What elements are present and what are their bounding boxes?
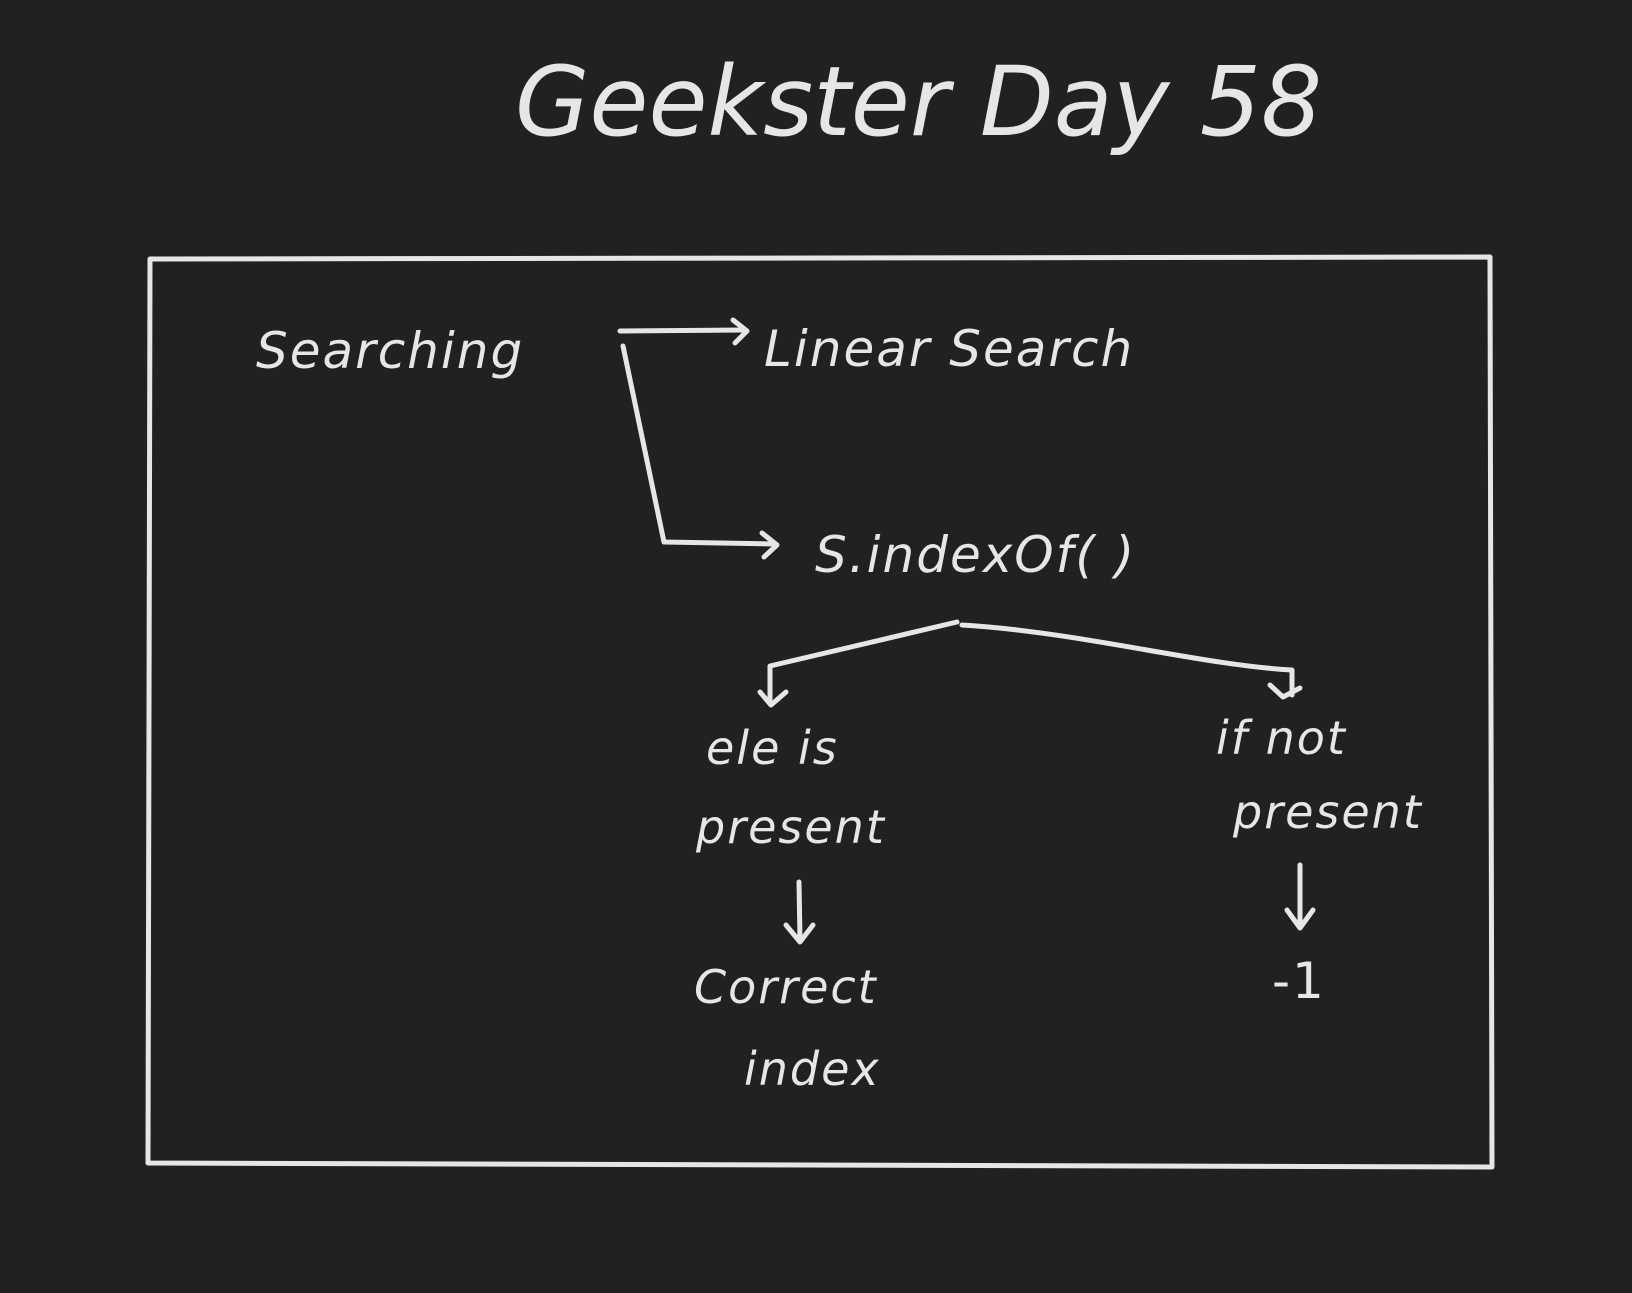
node-ele-is: ele is	[706, 721, 839, 775]
node-present-absent: present	[1232, 785, 1423, 839]
branch-to-present	[767, 619, 960, 703]
diagram-frame	[145, 254, 1495, 1170]
arrowhead-right-icon	[730, 317, 750, 346]
node-indexof: S.indexOf( )	[815, 526, 1136, 584]
node-correct: Correct	[694, 960, 878, 1014]
arrowhead-down-icon	[1284, 907, 1316, 931]
arrowhead-down-icon	[757, 689, 789, 708]
node-searching: Searching	[256, 322, 524, 380]
node-linear-search: Linear Search	[764, 320, 1134, 378]
arrow-to-indexof	[620, 343, 778, 547]
node-present: present	[695, 800, 886, 854]
node-if-not: if not	[1216, 711, 1347, 765]
arrowhead-down-icon	[783, 922, 816, 945]
node-index: index	[744, 1042, 881, 1096]
arrowhead-right-icon	[759, 530, 780, 560]
branch-to-absent	[959, 622, 1295, 698]
arrowhead-down-icon	[1267, 682, 1303, 700]
arrow-to-correct-index	[796, 879, 803, 943]
node-minus-one: -1	[1272, 952, 1326, 1010]
arrow-to-linear-search	[617, 327, 748, 334]
diagram-title: Geekster Day 58	[515, 46, 1322, 158]
